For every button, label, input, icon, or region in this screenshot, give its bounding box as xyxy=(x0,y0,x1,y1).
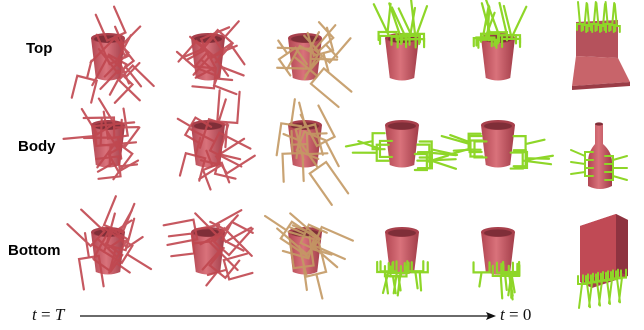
grasp-cell xyxy=(72,7,154,103)
time-start-label: t = T xyxy=(32,305,64,325)
laptop-icon xyxy=(572,2,630,90)
grasp-pose xyxy=(346,133,385,149)
grasp-pose xyxy=(72,61,97,103)
cup-object xyxy=(481,120,515,168)
cup-body xyxy=(481,125,515,168)
grasp-pose xyxy=(295,58,351,107)
time-end-label: t = 0 xyxy=(500,305,531,325)
grasp-cell xyxy=(177,21,244,94)
grasp-cell xyxy=(374,0,427,81)
grasp-cell xyxy=(64,99,140,180)
grasp-set xyxy=(265,213,353,298)
grasp-set xyxy=(374,0,427,47)
laptop-base xyxy=(572,56,630,86)
bottle-cap xyxy=(595,122,603,125)
cup-object xyxy=(385,120,419,168)
cup-object xyxy=(481,227,515,275)
grasp-cell xyxy=(442,120,553,169)
grasp-cell xyxy=(178,90,255,189)
cup-opening xyxy=(388,229,416,236)
grasp-set xyxy=(178,90,255,189)
grasp-set xyxy=(474,0,526,48)
grasp-cell xyxy=(474,0,526,81)
grasp-set xyxy=(64,99,140,180)
grasp-cell xyxy=(377,227,428,295)
grasp-cell xyxy=(277,99,348,205)
grasp-cell xyxy=(164,210,253,285)
cup-opening xyxy=(484,122,512,129)
grasp-pose xyxy=(353,145,389,161)
grasp-cell xyxy=(265,213,353,298)
grasp-cell xyxy=(474,227,520,299)
cup-body xyxy=(481,232,515,275)
cup-body xyxy=(385,125,419,168)
grasp-set xyxy=(177,21,244,94)
box-icon xyxy=(578,214,628,308)
grasp-cell xyxy=(67,196,151,289)
bottle-icon xyxy=(571,122,627,189)
cup-opening xyxy=(484,229,512,236)
grasp-cell xyxy=(346,120,457,170)
grasp-cell xyxy=(277,22,351,107)
grasp-set xyxy=(474,262,520,299)
box-edge xyxy=(616,214,628,276)
cup-opening xyxy=(388,122,416,129)
